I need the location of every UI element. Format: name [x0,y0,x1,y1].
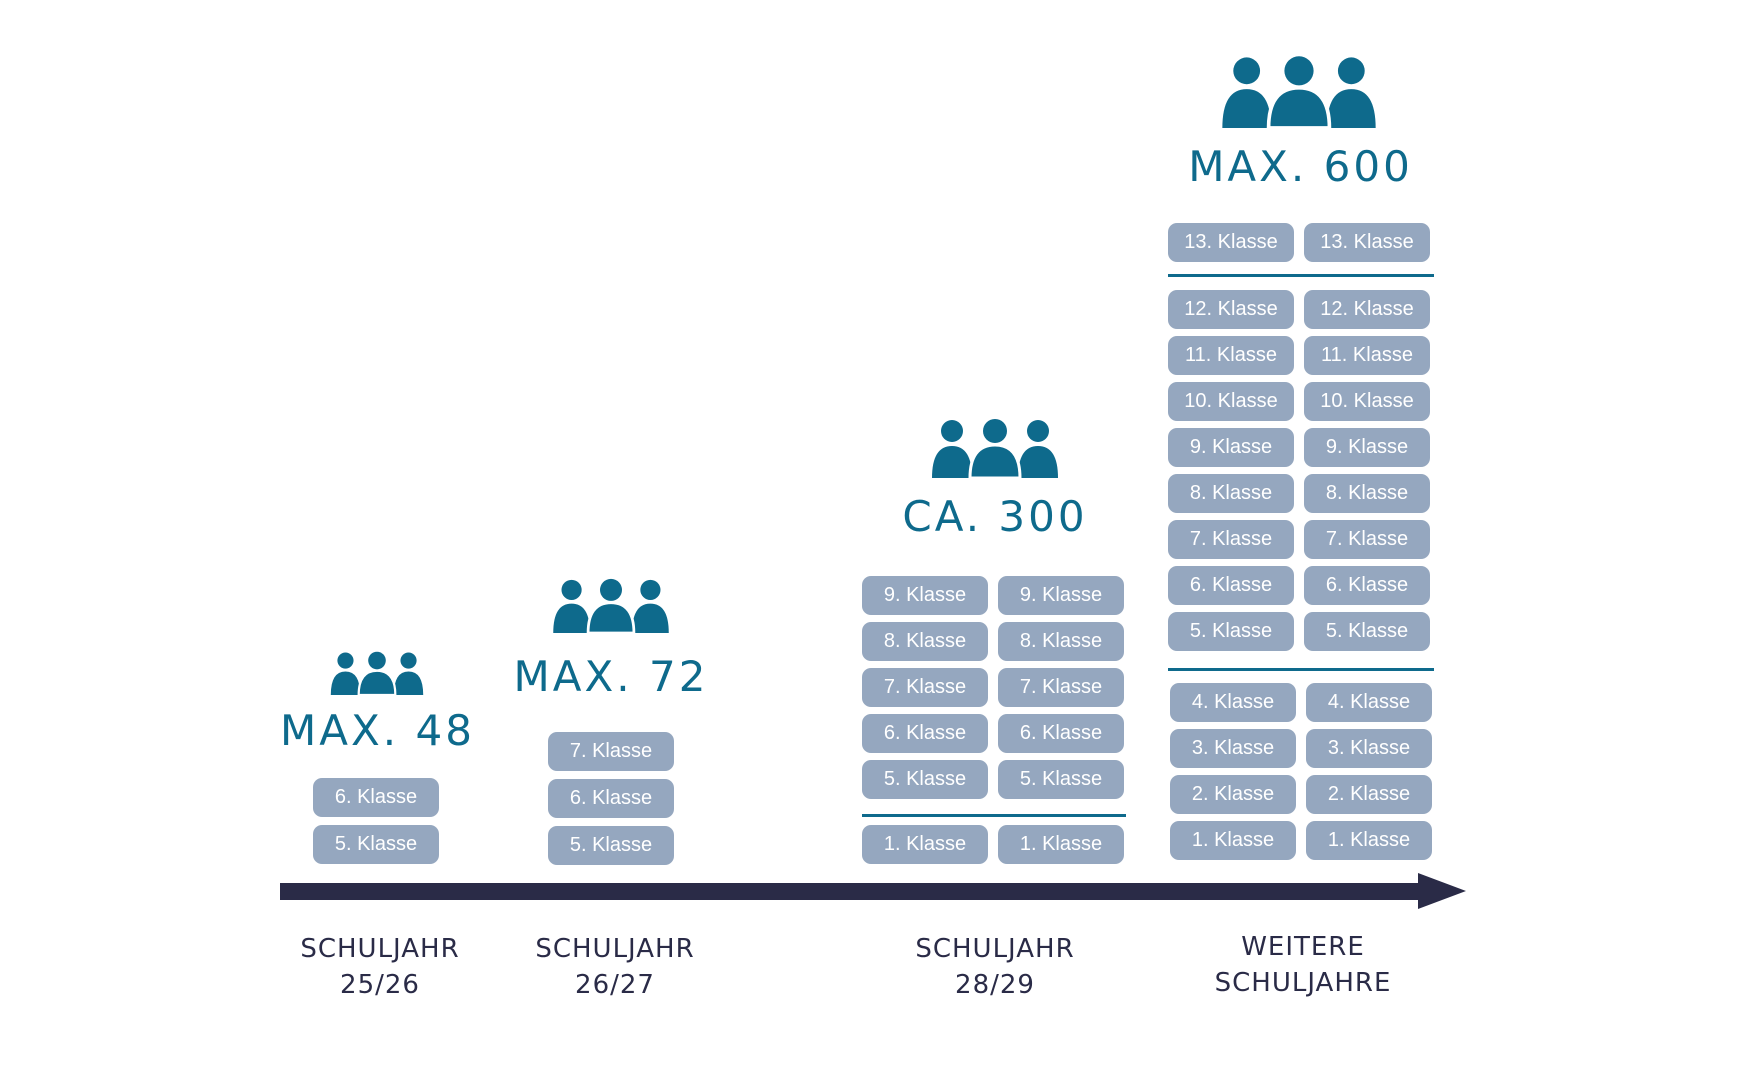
class-pill: 10. Klasse [1304,382,1430,421]
class-pill: 1. Klasse [1306,821,1432,860]
class-pill: 2. Klasse [1170,775,1296,814]
class-pill: 6. Klasse [313,778,439,817]
class-pill: 5. Klasse [313,825,439,864]
class-pill: 9. Klasse [862,576,988,615]
class-pill: 9. Klasse [1304,428,1430,467]
section-divider [1168,274,1434,277]
class-pill: 1. Klasse [1170,821,1296,860]
section-divider [1168,668,1434,671]
year-label: SCHULJAHR 25/26 [260,931,500,1003]
class-pill: 1. Klasse [998,825,1124,864]
three-people-icon [330,651,424,695]
student-count-label: MAX. 72 [513,652,709,701]
year-label-line1: SCHULJAHR [915,934,1075,964]
three-people-icon [1222,56,1376,128]
year-label-line2: 26/27 [575,970,655,1000]
class-pill: 6. Klasse [998,714,1124,753]
year-label-line2: 25/26 [340,970,420,1000]
class-pill: 7. Klasse [548,732,674,771]
class-pill: 7. Klasse [1168,520,1294,559]
student-count-label: CA. 300 [902,492,1088,541]
year-label-line1: SCHULJAHR [300,934,460,964]
class-pill: 12. Klasse [1168,290,1294,329]
section-divider [862,814,1126,817]
class-pill: 8. Klasse [1168,474,1294,513]
year-label: WEITERE SCHULJAHRE [1173,929,1433,1001]
class-pill: 1. Klasse [862,825,988,864]
year-label: SCHULJAHR 26/27 [495,931,735,1003]
class-pill: 5. Klasse [548,826,674,865]
class-pill: 6. Klasse [1168,566,1294,605]
class-pill: 12. Klasse [1304,290,1430,329]
year-label: SCHULJAHR 28/29 [875,931,1115,1003]
class-pill: 3. Klasse [1170,729,1296,768]
class-pill: 9. Klasse [998,576,1124,615]
class-pill: 8. Klasse [1304,474,1430,513]
class-pill: 5. Klasse [862,760,988,799]
class-pill: 2. Klasse [1306,775,1432,814]
class-pill: 10. Klasse [1168,382,1294,421]
three-people-icon [932,419,1058,478]
class-pill: 4. Klasse [1170,683,1296,722]
arrow-right-icon [1418,873,1466,909]
class-pill: 6. Klasse [548,779,674,818]
student-count-label: MAX. 600 [1188,142,1413,191]
year-label-line2: 28/29 [955,970,1035,1000]
year-label-line1: WEITERE [1241,932,1365,962]
class-pill: 11. Klasse [1304,336,1430,375]
class-pill: 7. Klasse [998,668,1124,707]
people-icon [1218,55,1380,128]
class-pill: 8. Klasse [862,622,988,661]
class-pill: 11. Klasse [1168,336,1294,375]
class-pill: 13. Klasse [1304,223,1430,262]
class-pill: 3. Klasse [1306,729,1432,768]
class-pill: 5. Klasse [998,760,1124,799]
class-pill: 7. Klasse [1304,520,1430,559]
student-count-label: MAX. 48 [280,706,475,755]
class-pill: 5. Klasse [1168,612,1294,651]
class-pill: 6. Klasse [1304,566,1430,605]
class-pill: 4. Klasse [1306,683,1432,722]
class-pill: 13. Klasse [1168,223,1294,262]
class-pill: 5. Klasse [1304,612,1430,651]
year-label-line2: SCHULJAHRE [1214,968,1392,998]
class-pill: 7. Klasse [862,668,988,707]
three-people-icon [553,578,669,633]
people-icon [930,418,1060,478]
people-icon [550,578,672,633]
class-pill: 9. Klasse [1168,428,1294,467]
class-pill: 8. Klasse [998,622,1124,661]
class-pill: 6. Klasse [862,714,988,753]
timeline-axis [280,883,1440,900]
year-label-line1: SCHULJAHR [535,934,695,964]
people-icon [328,651,426,695]
